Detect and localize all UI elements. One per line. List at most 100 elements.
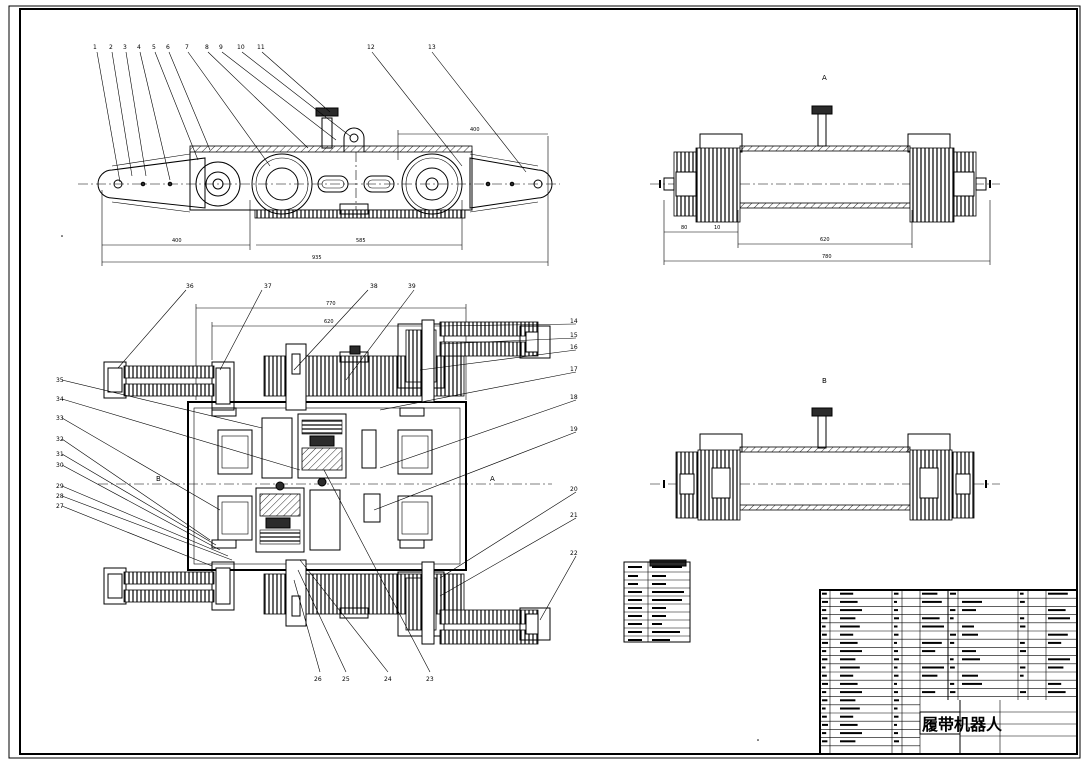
balloons-top: 1 2 3 4 5 6 7 8 9 10 11 12 13 [93, 44, 527, 183]
bom-text-mark [894, 592, 899, 595]
bom-text-mark [1020, 650, 1026, 653]
bom-text-mark [894, 674, 899, 677]
balloon-8: 8 [205, 44, 209, 51]
svg-text:400: 400 [172, 238, 182, 244]
balloon-22: 22 [570, 550, 578, 557]
bom-text-mark [894, 600, 897, 603]
bom-text-mark [1020, 592, 1024, 595]
bom-text-mark [840, 600, 858, 603]
balloon-3: 3 [123, 44, 127, 51]
bom-text-mark [962, 674, 978, 677]
bom-text-mark [840, 699, 856, 702]
bom-text-mark [894, 715, 899, 718]
bom-text-mark [1048, 633, 1068, 636]
bom-text-mark [840, 658, 856, 661]
bom-text-mark [894, 723, 897, 726]
bom-text-mark [1048, 682, 1062, 685]
balloon-13: 13 [428, 44, 436, 51]
balloon-39: 39 [408, 283, 416, 290]
bom-text-mark [840, 674, 854, 677]
section-view-a: A 780 620 80 10 [650, 74, 1000, 265]
bom-text-mark [1020, 674, 1024, 677]
bom-text-mark [840, 732, 862, 735]
bom-text-mark [894, 633, 899, 636]
bom-text-mark [840, 666, 860, 669]
title-name: 履带机器人 [922, 715, 1003, 734]
svg-text:780: 780 [822, 254, 832, 260]
section-view-b: B [650, 377, 1000, 521]
bom-text-mark [822, 674, 827, 677]
stray-dot [757, 739, 759, 741]
balloon-14: 14 [570, 318, 578, 325]
bom-text-mark [962, 609, 976, 612]
bom-text-mark [1048, 592, 1068, 595]
balloon-32: 32 [56, 436, 64, 443]
bom-text-mark [840, 650, 862, 653]
bom-text-mark [822, 666, 826, 669]
bom-text-mark [1020, 625, 1026, 628]
bom-text-mark [822, 732, 827, 735]
bom-text-mark [950, 633, 956, 636]
balloon-27: 27 [56, 503, 64, 510]
balloons-plan: 27 28 29 30 31 32 33 34 35 36 37 38 39 1… [56, 283, 578, 683]
bom-text-mark [840, 707, 860, 710]
balloon-2: 2 [109, 44, 113, 51]
bom-text-mark [840, 592, 854, 595]
bom-text-mark [840, 715, 854, 718]
bom-text-mark [894, 666, 898, 669]
bom-text-mark [822, 617, 828, 620]
bom-text-mark [950, 682, 955, 685]
bom-text-mark [1048, 658, 1070, 661]
bom-text-mark [840, 682, 858, 685]
stray-dot [61, 235, 63, 237]
section-label-b: B [822, 377, 827, 385]
bom-text-mark [962, 600, 982, 603]
bom-text-mark [962, 625, 974, 628]
balloon-21: 21 [570, 512, 578, 519]
balloon-5: 5 [152, 44, 156, 51]
bom-text-mark [822, 633, 827, 636]
bom-text-mark [840, 617, 856, 620]
side-view: 935 400 585 400 [78, 107, 560, 266]
svg-text:620: 620 [820, 237, 830, 243]
balloon-34: 34 [56, 396, 64, 403]
bom-text-mark [822, 609, 827, 612]
svg-text:620: 620 [324, 319, 334, 325]
bom-text-mark [922, 625, 944, 628]
bom-text-mark [1020, 691, 1026, 694]
bom-text-mark [1048, 641, 1062, 644]
bom-text-mark [822, 691, 827, 694]
balloon-16: 16 [570, 344, 578, 351]
bom-text-mark [950, 666, 955, 669]
balloon-35: 35 [56, 377, 64, 384]
plan-view: B A 770 620 [98, 301, 552, 645]
bom-text-mark [894, 682, 897, 685]
bom-text-mark [894, 650, 898, 653]
balloon-26: 26 [314, 676, 322, 683]
bom-text-mark [922, 674, 938, 677]
svg-text:10: 10 [714, 225, 720, 231]
bom-text-mark [894, 625, 898, 628]
bom-text-mark [922, 691, 936, 694]
balloon-6: 6 [166, 44, 170, 51]
bom-text-mark [1048, 666, 1064, 669]
bom-text-mark [922, 617, 940, 620]
outer-frame [8, 5, 1081, 759]
bom-text-mark [822, 641, 828, 644]
bom-text-mark [840, 691, 862, 694]
balloon-20: 20 [570, 486, 578, 493]
inner-frame [19, 8, 1078, 755]
bom-text-mark [950, 592, 956, 595]
svg-text:770: 770 [326, 301, 336, 307]
bom-text-mark [840, 633, 854, 636]
bom-text-mark [822, 723, 828, 726]
balloon-17: 17 [570, 366, 578, 373]
bom-text-mark [840, 723, 858, 726]
bom-text-mark [822, 740, 828, 743]
balloon-38: 38 [370, 283, 378, 290]
svg-text:585: 585 [356, 238, 366, 244]
bom-text-mark [1048, 617, 1070, 620]
bom-text-mark [894, 691, 898, 694]
balloon-19: 19 [570, 426, 578, 433]
